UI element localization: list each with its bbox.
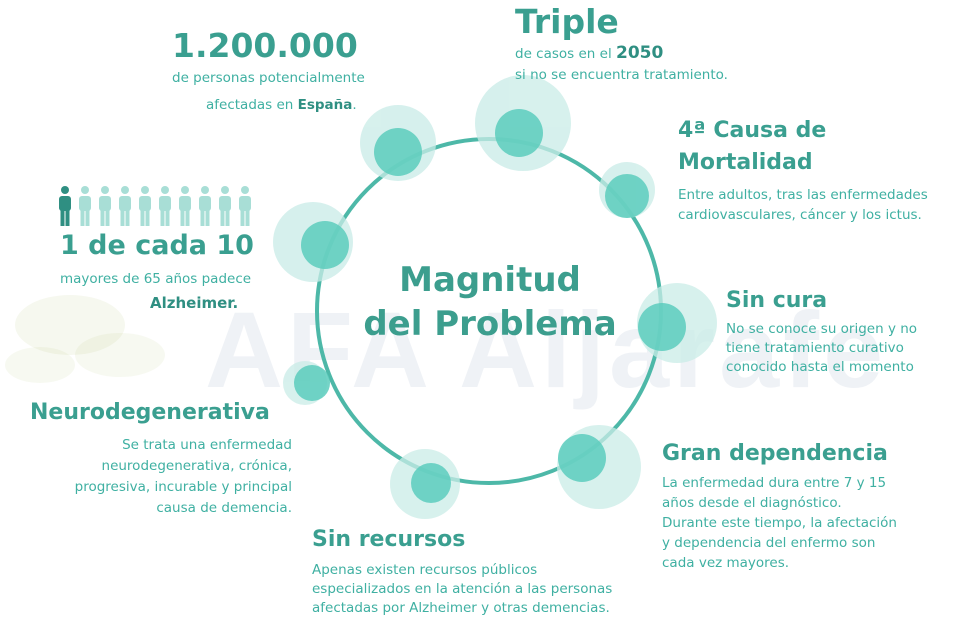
dependence-line2: años desde el diagnóstico. [662, 495, 842, 511]
mortality-title-line2: Mortalidad [678, 150, 813, 175]
ratio-line1: mayores de 65 años padece [60, 271, 252, 287]
people-icons-row [59, 186, 251, 226]
neuro-line1: Se trata una enfermedad [122, 437, 292, 453]
dependence-title: Gran dependencia [662, 441, 888, 466]
neuro-line4: causa de demencia. [156, 500, 292, 516]
person-icon [59, 186, 71, 226]
triple-line2: si no se encuentra tratamiento. [515, 67, 728, 83]
neuro-title: Neurodegenerativa [30, 400, 270, 425]
person-icon [199, 186, 211, 226]
resources-line2: especializados en la atención a las pers… [312, 581, 613, 597]
triple-line1: de casos en el 2050 [515, 43, 664, 63]
affected-title: 1.200.000 [172, 26, 358, 65]
neuro-line3: progresiva, incurable y principal [74, 479, 292, 495]
center-title-line2: del Problema [363, 304, 617, 344]
mortality-title-line1: 4ª Causa de [678, 118, 827, 143]
ratio-title: 1 de cada 10 [60, 230, 254, 261]
dependence-line5: cada vez mayores. [662, 555, 790, 571]
dependence-line3: Durante este tiempo, la afectación [662, 515, 897, 531]
center-title-line1: Magnitud [399, 260, 581, 300]
affected-line1: de personas potencialmente [172, 70, 365, 86]
resources-title: Sin recursos [312, 527, 466, 552]
neuro-line2: neurodegenerativa, crónica, [101, 458, 292, 474]
triple-year: 2050 [615, 43, 664, 63]
leaf-decoration [5, 295, 165, 383]
person-icon [179, 186, 191, 226]
person-icon [119, 186, 131, 226]
ratio-line2: Alzheimer. [150, 294, 239, 312]
person-icon [79, 186, 91, 226]
resources-line3: afectadas por Alzheimer y otras demencia… [312, 600, 610, 616]
affected-country: España [297, 97, 353, 113]
center-title: Magnitud del Problema [350, 258, 630, 346]
dependence-line1: La enfermedad dura entre 7 y 15 [662, 475, 887, 491]
mortality-line1: Entre adultos, tras las enfermedades [678, 187, 928, 203]
dependence-line4: y dependencia del enfermo son [662, 535, 876, 551]
person-icon [239, 186, 251, 226]
no-cure-line3: conocido hasta el momento [726, 359, 914, 375]
no-cure-line1: No se conoce su origen y no [726, 321, 918, 337]
resources-line1: Apenas existen recursos públicos [312, 562, 538, 578]
no-cure-line2: tiene tratamiento curativo [726, 340, 904, 356]
person-icon [139, 186, 151, 226]
no-cure-title: Sin cura [726, 288, 828, 313]
triple-title: Triple [515, 2, 619, 41]
person-icon [159, 186, 171, 226]
affected-line2: afectadas en España. [206, 97, 357, 113]
person-icon [99, 186, 111, 226]
mortality-line2: cardiovasculares, cáncer y los ictus. [678, 207, 922, 223]
person-icon [219, 186, 231, 226]
